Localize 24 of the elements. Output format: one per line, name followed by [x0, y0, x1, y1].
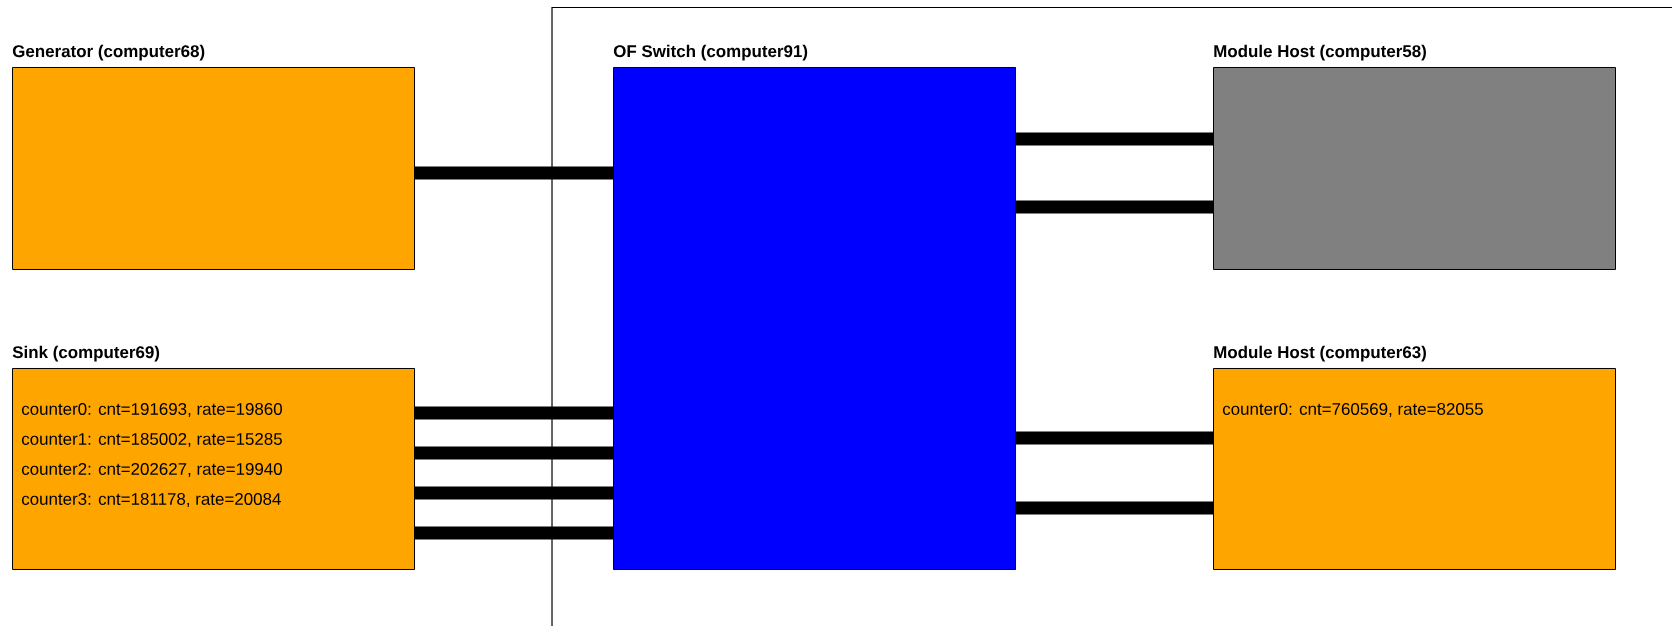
- counter-text: counter1: cnt=185002, rate=15285: [21, 433, 282, 447]
- link-line: [1016, 501, 1213, 515]
- counter-text: counter2: cnt=202627, rate=19940: [21, 463, 282, 477]
- heading: OF Switch (computer91): [613, 44, 808, 61]
- heading: Module Host (computer58): [1214, 44, 1426, 61]
- link-line: [415, 166, 613, 180]
- link-line: [1016, 200, 1213, 214]
- link-line: [415, 526, 613, 540]
- host-box: [12, 44, 415, 270]
- host-box: [12, 345, 415, 570]
- counter-text: counter3: cnt=181178, rate=20084: [21, 493, 281, 507]
- link-line: [1016, 132, 1213, 146]
- host-box: [1213, 44, 1616, 270]
- host-box: [613, 44, 1016, 570]
- counter-text: counter0: cnt=760569, rate=82055: [1222, 403, 1483, 417]
- heading: Module Host (computer63): [1214, 345, 1426, 362]
- counter-text: counter0: cnt=191693, rate=19860: [21, 403, 282, 417]
- heading: Generator (computer68): [12, 44, 205, 61]
- heading: Sink (computer69): [12, 345, 160, 362]
- link-line: [415, 406, 613, 420]
- link-line: [415, 446, 613, 460]
- host-box: [1213, 345, 1616, 570]
- link-line: [415, 486, 613, 500]
- link-line: [1016, 431, 1213, 445]
